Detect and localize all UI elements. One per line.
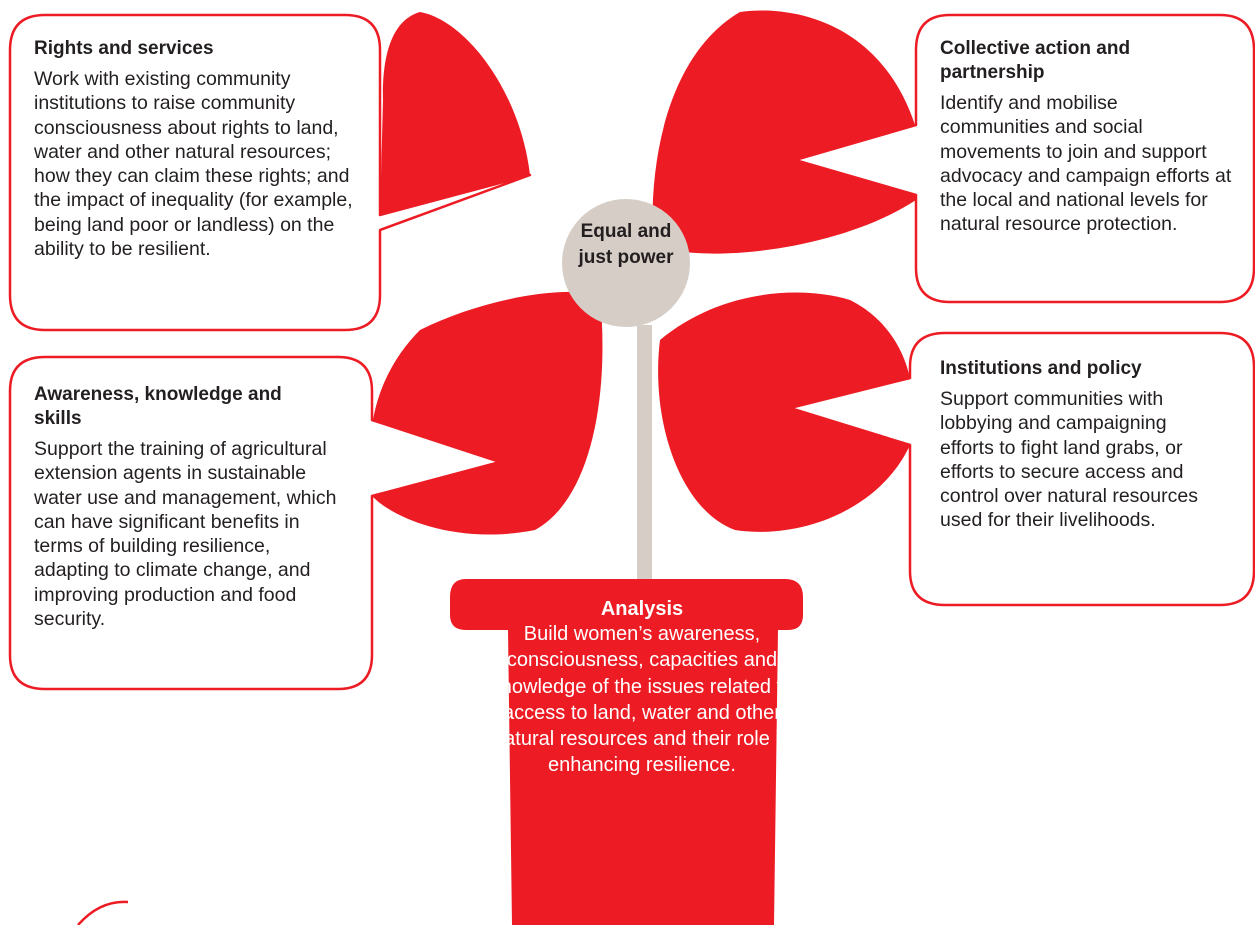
petal-top-right: [652, 10, 916, 254]
callout-title: Rights and services: [34, 38, 214, 59]
pot-text-block: Analysis Build women’s awareness, consci…: [482, 597, 802, 779]
stem: [637, 325, 652, 583]
callout-awareness-knowledge-skills: Awareness, knowledge and skills Support …: [10, 357, 372, 649]
pot-description: Build women’s awareness, consciousness, …: [490, 623, 794, 777]
callout-title: Awareness, knowledge and skills: [34, 384, 282, 429]
petal-bottom-left: [372, 291, 603, 535]
pot-title: Analysis: [600, 598, 684, 620]
callout-outline-institutions: [788, 331, 1255, 607]
callout-outline-collective: [793, 13, 1255, 304]
petal-top-left: [380, 12, 530, 215]
petal-bottom-right: [658, 292, 910, 532]
callout-title: Collective action and partnership: [940, 38, 1131, 83]
callout-outline-rights: [8, 13, 532, 332]
callout-title: Institutions and policy: [940, 358, 1142, 379]
centre-label: Equal and just power: [578, 221, 674, 268]
callout-text: Support the training of agricultural ext…: [34, 438, 337, 631]
callout-text: Support communities with lobbying and ca…: [940, 388, 1198, 532]
callout-institutions-and-policy: Institutions and policy Support communit…: [916, 333, 1226, 551]
pot: [450, 579, 803, 925]
callout-collective-action: Collective action and partnership Identi…: [916, 15, 1254, 255]
callout-rights-and-services: Rights and services Work with existing c…: [10, 15, 380, 279]
decorative-arc: [77, 900, 129, 925]
flower-centre: [562, 199, 690, 327]
callout-text: Work with existing community institution…: [34, 68, 353, 261]
callout-text: Identify and mobilise communities and so…: [940, 92, 1232, 236]
callout-outline-awareness: [8, 355, 502, 691]
